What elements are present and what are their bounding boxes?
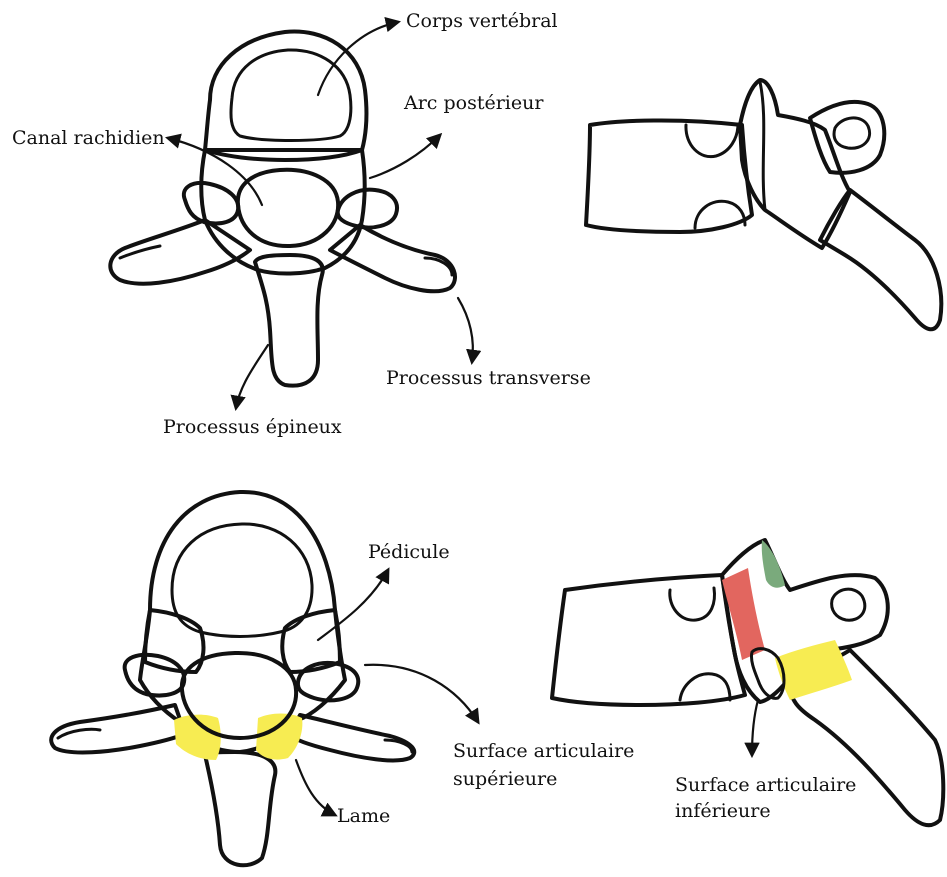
lateral-transverse-ring	[834, 118, 870, 148]
bottom-lateral-body	[552, 575, 745, 705]
lateral-transverse-process	[810, 102, 884, 173]
articular-facet-sup-left	[125, 655, 185, 696]
bottom-transverse-right	[290, 715, 414, 760]
lateral-arch-ridge	[760, 82, 765, 210]
bottom-spinous-process	[205, 752, 275, 865]
arrow-pedicule	[318, 570, 388, 640]
arrow-arc	[370, 135, 440, 178]
bottom-transverse-left-tip	[58, 729, 100, 738]
bottom-lateral-notch-top	[670, 588, 715, 620]
arrow-corps	[318, 22, 398, 95]
articular-facet-sup-right	[298, 663, 358, 700]
arrow-lame	[296, 760, 335, 815]
label-surface-sup-2: supérieure	[453, 768, 557, 790]
arrow-surface-sup	[365, 665, 478, 722]
arrow-epineux	[236, 345, 268, 408]
bottom-lateral-surface-sup	[762, 540, 785, 588]
label-canal-rachidien: Canal rachidien	[12, 127, 165, 149]
articular-facet-left	[184, 183, 238, 224]
arrow-transverse	[458, 298, 473, 362]
bottom-lateral-notch-bottom	[680, 674, 730, 700]
label-processus-transverse: Processus transverse	[386, 367, 591, 389]
bottom-left-annotations: Pédicule Surface articulaire supérieure …	[296, 541, 634, 827]
label-processus-epineux: Processus épineux	[163, 416, 342, 438]
bottom-vertebral-outline	[140, 492, 345, 752]
bottom-right-annotations: Surface articulaire inférieure	[675, 700, 856, 822]
vertebral-canal	[238, 170, 338, 246]
top-left-annotations: Corps vertébral Arc postérieur Canal rac…	[12, 10, 591, 438]
label-pedicule: Pédicule	[368, 541, 450, 563]
top-vertebra-superior-view	[110, 32, 455, 386]
arrow-surface-inf	[752, 700, 758, 755]
label-lame: Lame	[337, 805, 390, 827]
label-surface-inf-1: Surface articulaire	[675, 774, 856, 796]
label-corps-vertebral: Corps vertébral	[406, 10, 558, 32]
label-arc-posterieur: Arc postérieur	[403, 92, 544, 114]
lateral-body-notch-top	[686, 124, 738, 157]
lateral-vertebral-body	[586, 120, 752, 232]
bottom-body-inner-ring	[172, 524, 312, 637]
articular-facet-right	[338, 190, 397, 228]
vertebral-body-inner-ring	[231, 50, 351, 141]
bottom-lateral-transverse-ring	[832, 589, 865, 620]
lateral-spinous-process	[820, 190, 941, 329]
label-surface-sup-1: Surface articulaire	[453, 740, 634, 762]
label-surface-inf-2: inférieure	[675, 800, 771, 822]
top-vertebra-lateral-view	[586, 80, 941, 329]
